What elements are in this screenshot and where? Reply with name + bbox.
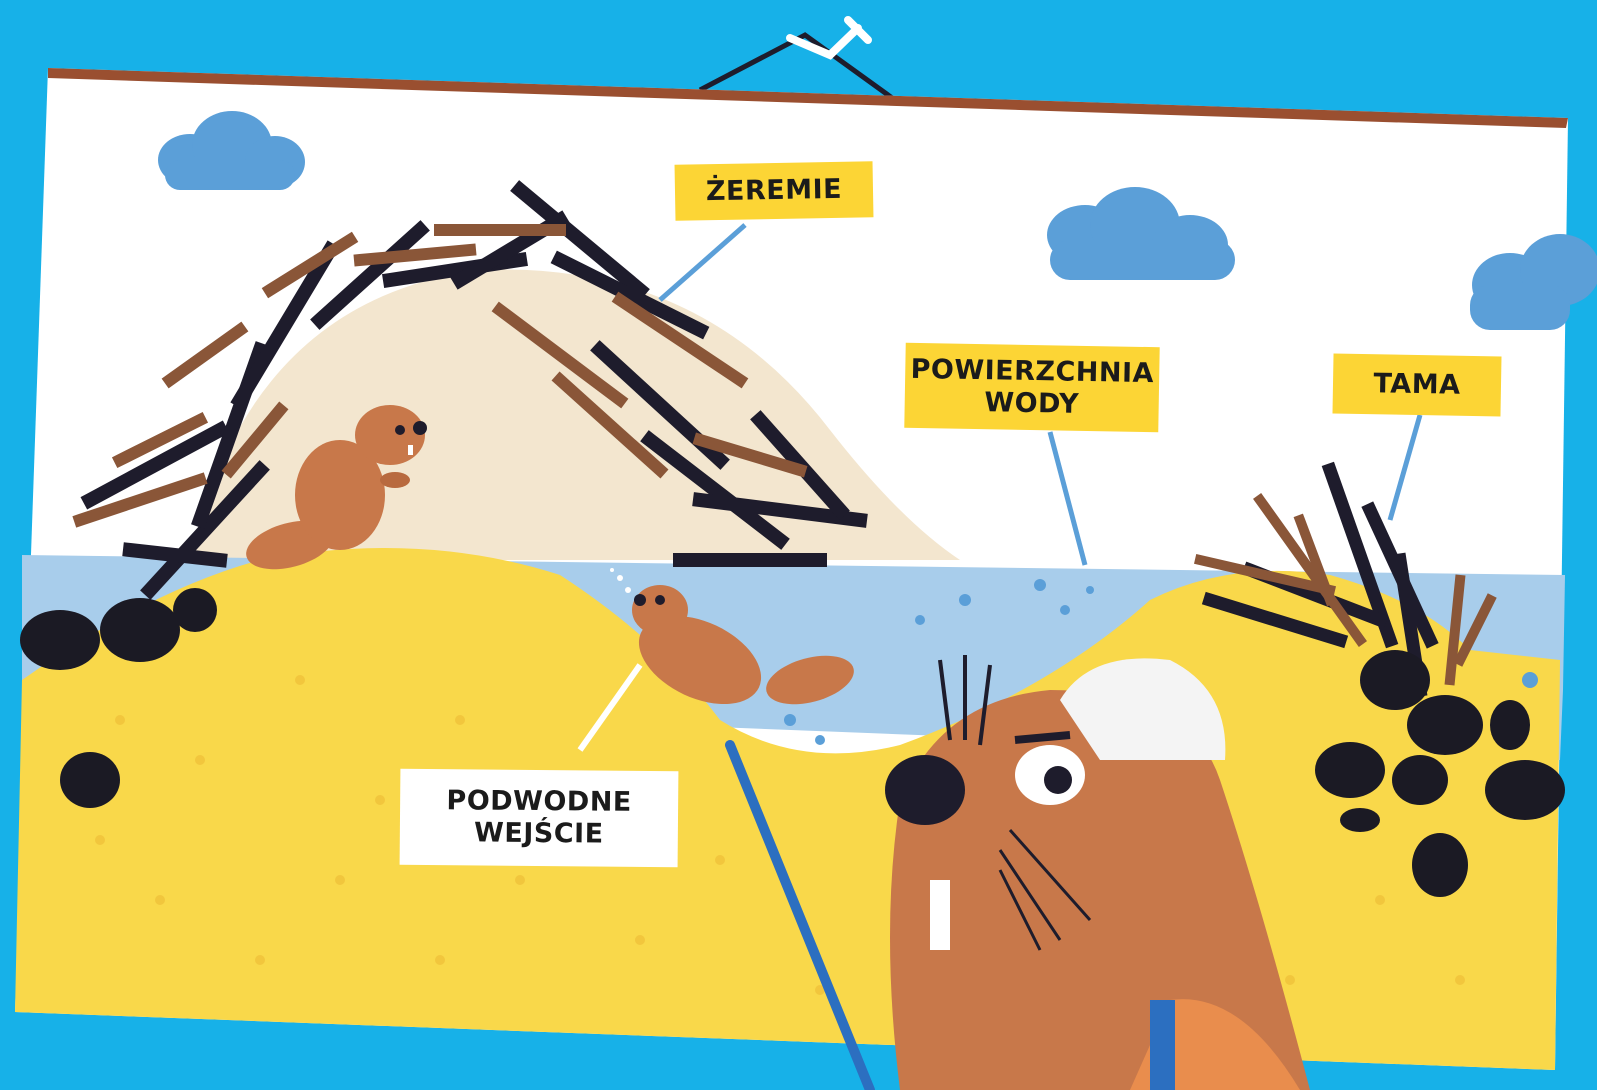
label-lodge-text: ŻEREMIE bbox=[706, 174, 843, 208]
label-water-surface: POWIERZCHNIA WODY bbox=[904, 343, 1159, 432]
label-underwater-entrance-line2: WEJŚCIE bbox=[474, 817, 604, 850]
label-underwater-entrance-line1: PODWODNE bbox=[446, 785, 632, 819]
label-water-surface-line1: POWIERZCHNIA bbox=[910, 353, 1154, 389]
label-dam-text: TAMA bbox=[1373, 368, 1461, 402]
label-lodge: ŻEREMIE bbox=[675, 161, 874, 220]
poster-hanger bbox=[700, 20, 895, 100]
label-underwater-entrance: PODWODNE WEJŚCIE bbox=[400, 769, 679, 867]
label-water-surface-line2: WODY bbox=[984, 387, 1079, 421]
label-dam: TAMA bbox=[1332, 354, 1501, 417]
